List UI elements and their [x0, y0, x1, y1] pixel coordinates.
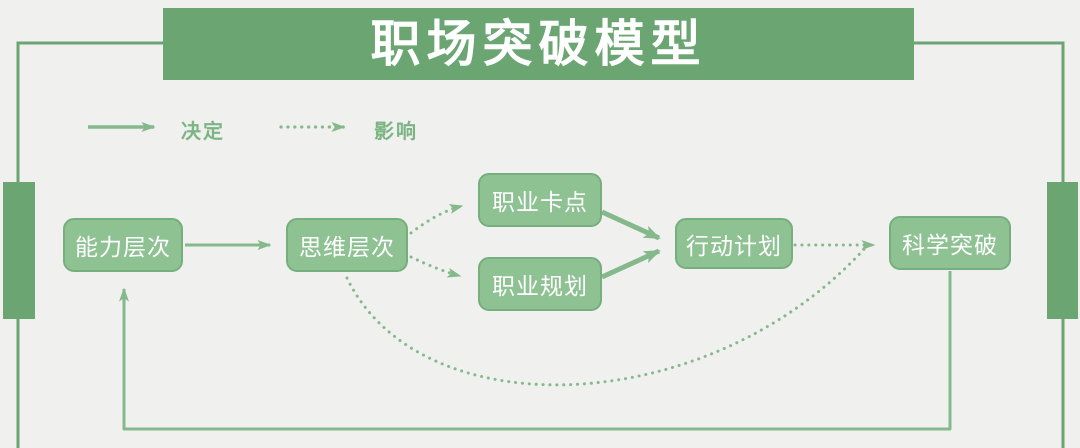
edge-thinking-to-planning — [409, 255, 462, 278]
edge-blocker-to-action — [600, 209, 661, 241]
node-thinking-level: 思维层次 — [286, 218, 408, 272]
node-career-blocker: 职业卡点 — [478, 173, 602, 227]
edge-breakthrough-to-ability-loop — [119, 271, 952, 431]
node-scientific-breakthrough: 科学突破 — [889, 216, 1011, 270]
left-decoration-bar — [3, 182, 35, 319]
right-decoration-bar — [1047, 182, 1078, 319]
legend-label-influence: 影响 — [374, 121, 418, 143]
node-ability-level: 能力层次 — [63, 218, 183, 272]
title-banner: 职场突破模型 — [163, 8, 914, 80]
page-title: 职场突破模型 — [370, 16, 707, 72]
legend-label-decide: 决定 — [181, 121, 225, 143]
node-action-plan: 行动计划 — [675, 218, 793, 269]
edge-planning-to-action — [600, 248, 661, 280]
edge-thinking-to-blocker — [409, 204, 464, 235]
node-career-planning: 职业规划 — [478, 257, 602, 311]
edge-thinking-to-breakthrough-curve — [345, 245, 868, 387]
